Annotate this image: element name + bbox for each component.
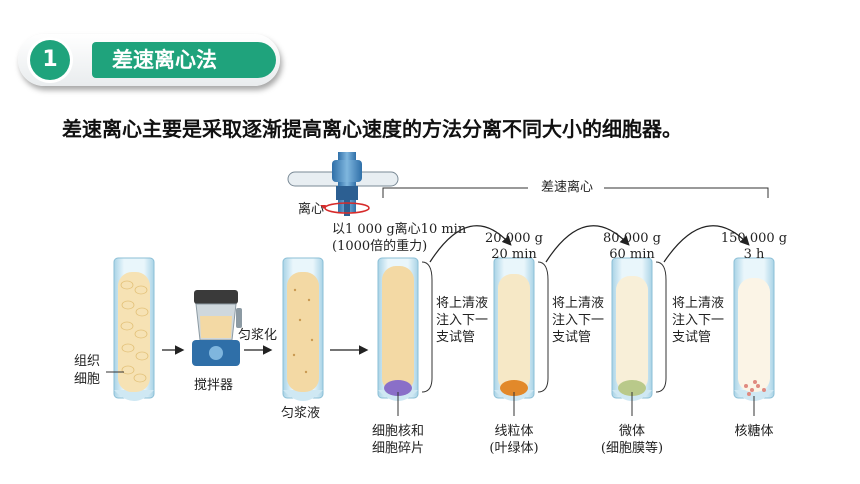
tube-homogenate — [282, 257, 324, 401]
transfer1-line1: 将上清液 — [436, 296, 489, 311]
speed2-g: 20 000 g — [485, 231, 543, 246]
tube-1000g — [377, 257, 419, 416]
tissue-label-1: 组织 — [74, 354, 101, 369]
speed4-t: 3 h — [743, 247, 765, 262]
section-number: 1 — [30, 40, 70, 80]
tube-tissue — [106, 257, 155, 401]
section-badge: 差速离心法 1 — [18, 34, 283, 92]
speed2-t: 20 min — [491, 247, 537, 262]
homogenate-label: 匀浆液 — [281, 406, 321, 421]
section-title: 差速离心法 — [92, 42, 276, 78]
speed3-g: 80 000 g — [603, 231, 661, 246]
transfer2-line1: 将上清液 — [552, 296, 605, 311]
header-bracket — [382, 187, 769, 198]
transfer1-line2: 注入下一 — [436, 313, 489, 328]
speed3-t: 60 min — [609, 247, 655, 262]
tube-150000g — [733, 257, 775, 416]
transfer1-line3: 支试管 — [436, 330, 476, 345]
speed1-note: (1000倍的重力) — [332, 239, 428, 254]
tube-80000g — [611, 257, 653, 416]
pellet3-label-1: 微体 — [618, 424, 645, 439]
pellet2-label-1: 线粒体 — [494, 424, 534, 439]
transfer3-line1: 将上清液 — [672, 296, 725, 311]
speed1-label: 以1 000 g离心10 min — [332, 222, 467, 237]
pellet2-label-2: (叶绿体) — [489, 441, 539, 456]
blender-icon — [192, 290, 242, 366]
transfer3-line2: 注入下一 — [672, 313, 725, 328]
transfer2-line3: 支试管 — [552, 330, 592, 345]
tube-20000g — [493, 257, 535, 416]
header-label: 差速离心 — [530, 180, 604, 196]
intro-text: 差速离心主要是采取逐渐提高离心速度的方法分离不同大小的细胞器。 — [62, 117, 682, 141]
blender-label: 搅拌器 — [194, 378, 234, 393]
pellet1-label-1: 细胞核和 — [371, 424, 424, 439]
pellet1-label-2: 细胞碎片 — [371, 441, 424, 456]
centrifuge-icon — [287, 152, 399, 216]
tissue-label-2: 细胞 — [74, 372, 101, 387]
centrifuge-label: 离心 — [298, 202, 325, 217]
pellet4-label: 核糖体 — [734, 424, 774, 439]
homogenize-label: 匀浆化 — [238, 328, 278, 343]
transfer2-line2: 注入下一 — [552, 313, 605, 328]
pellet3-label-2: (细胞膜等) — [600, 441, 664, 456]
transfer3-line3: 支试管 — [672, 330, 712, 345]
speed4-g: 150 000 g — [720, 231, 788, 246]
